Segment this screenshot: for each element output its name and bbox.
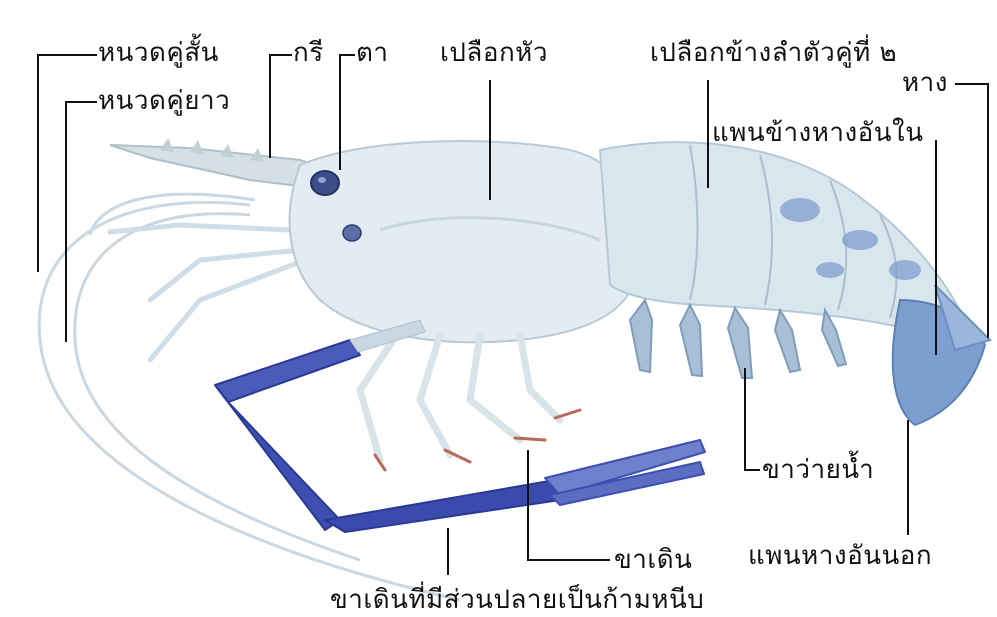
label-swimmerets: ขาว่ายน้ำ [762, 455, 874, 485]
label-inner-uropod: แพนข้างหางอันใน [712, 118, 924, 148]
tail-fan-shape [893, 300, 985, 425]
cheliped-shape [215, 320, 705, 532]
label-cheliped: ขาเดินที่มีส่วนปลายเป็นก้ามหนีบ [330, 585, 704, 615]
label-telson: หาง [902, 68, 948, 98]
short-antennae [110, 225, 300, 360]
label-second-pleuron: เปลือกข้างลำตัวคู่ที่ ๒ [650, 38, 897, 68]
label-rostrum: กรี [293, 38, 324, 68]
label-long-antenna: หนวดคู่ยาว [98, 86, 230, 116]
label-carapace: เปลือกหัว [440, 38, 548, 68]
label-short-antenna: หนวดคู่สั้น [98, 38, 219, 68]
label-eye: ตา [356, 38, 388, 68]
label-outer-uropod: แพนหางอันนอก [748, 541, 932, 571]
label-walking-legs: ขาเดิน [614, 545, 692, 575]
carapace-shape [290, 141, 640, 342]
walking-legs-shape [360, 330, 580, 470]
